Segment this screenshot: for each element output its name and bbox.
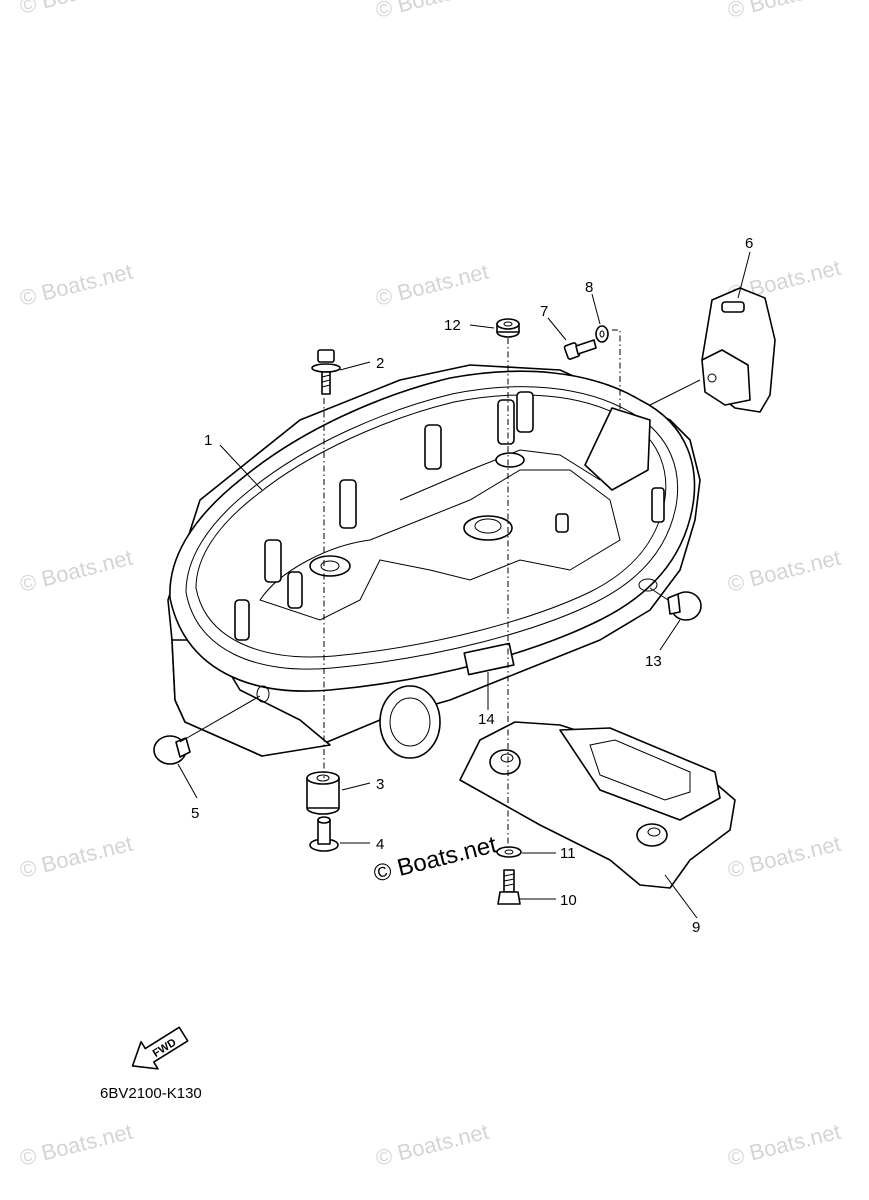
callout-7: 7	[540, 303, 548, 320]
watermark: © Boats.net	[373, 259, 491, 311]
under-plate-boss2	[636, 823, 668, 847]
callout-13: 13	[645, 653, 662, 670]
watermark: © Boats.net	[725, 0, 843, 23]
under-plate-window	[589, 739, 691, 801]
watermark: © Boats.net	[725, 545, 843, 597]
cowling-floor-ridge	[399, 449, 601, 501]
boss-center-hole	[474, 518, 502, 534]
centerlines	[323, 329, 621, 848]
rear-bracket	[584, 407, 651, 491]
callout-9: 9	[692, 919, 700, 936]
lever-bracket-part	[701, 287, 776, 413]
cowling-rim-inner2	[195, 394, 667, 658]
lever-bracket-slot	[721, 301, 745, 313]
callout-8: 8	[585, 279, 593, 296]
callout-14: 14	[478, 711, 495, 728]
watermark: © Boats.net	[17, 831, 135, 883]
front-port	[379, 685, 441, 759]
cowling-floor	[259, 469, 621, 621]
callout-2: 2	[376, 355, 384, 372]
watermark: © Boats.net	[725, 1119, 843, 1171]
watermark: © Boats.net	[373, 1119, 491, 1171]
watermark: © Boats.net	[725, 831, 843, 883]
post	[287, 571, 303, 609]
post	[424, 424, 442, 470]
post	[497, 399, 515, 445]
bolt-part-10	[497, 869, 521, 905]
bolt-part-7	[563, 339, 597, 360]
boss-left	[309, 555, 351, 577]
plug-part-13	[667, 591, 702, 621]
front-port-inner	[389, 697, 431, 747]
boss-rear	[495, 452, 525, 468]
post	[651, 487, 665, 523]
under-plate-boss-hole	[500, 753, 514, 763]
cowling-rim-inner	[185, 386, 679, 670]
watermark: © Boats.net	[17, 1119, 135, 1171]
post	[555, 513, 569, 533]
nut-part-12	[496, 318, 520, 338]
washer-part-11	[496, 846, 522, 858]
diagram-code: 6BV2100-K130	[100, 1085, 202, 1102]
boss-center	[463, 515, 513, 541]
screw-part-2	[311, 349, 341, 395]
collar-part-4	[309, 816, 339, 852]
boss-left-hole	[320, 560, 340, 572]
callout-10: 10	[560, 892, 577, 909]
leader-lines	[177, 251, 751, 919]
grommet-part-3	[306, 771, 340, 815]
center-watermark: © Boats.net	[371, 831, 500, 888]
callout-4: 4	[376, 836, 384, 853]
callout-6: 6	[745, 235, 753, 252]
plug-part-5	[153, 735, 191, 765]
callout-3: 3	[376, 776, 384, 793]
cowling-rim-outer	[169, 370, 696, 692]
lever-bracket-hole	[707, 373, 717, 383]
watermark: © Boats.net	[17, 545, 135, 597]
post	[339, 479, 357, 529]
rear-hole	[638, 578, 658, 592]
under-plate-frame	[559, 727, 721, 821]
callout-1: 1	[204, 432, 212, 449]
under-plate-boss2-hole	[647, 827, 661, 837]
post	[234, 599, 250, 641]
callout-12: 12	[444, 317, 461, 334]
callout-labels: 1 2 3 4 5 6 7 8 9 10 11 12 13 14	[191, 235, 753, 936]
post	[264, 539, 282, 583]
washer-part-8	[595, 325, 609, 343]
label-plate	[463, 642, 515, 676]
under-plate-part	[459, 721, 736, 889]
watermark: © Boats.net	[17, 0, 135, 19]
callout-5: 5	[191, 805, 199, 822]
callout-11: 11	[560, 845, 576, 862]
fwd-arrow-icon: FWD	[131, 1026, 189, 1070]
watermark: © Boats.net	[373, 0, 491, 23]
bottom-cowling-part	[167, 364, 701, 759]
lever-bracket-front	[701, 349, 751, 406]
post	[516, 391, 534, 433]
watermark: © Boats.net	[17, 259, 135, 311]
side-hole	[256, 685, 270, 703]
